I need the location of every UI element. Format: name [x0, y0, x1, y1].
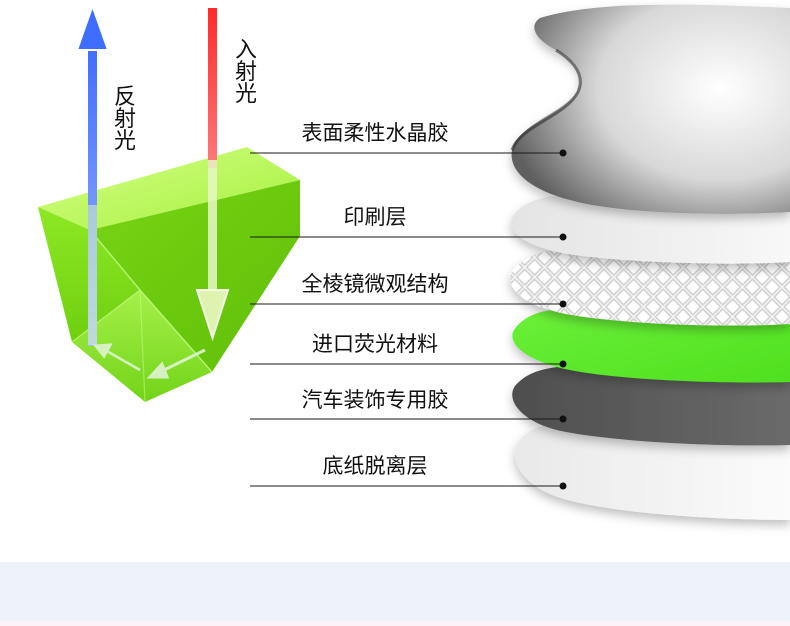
internal-reflection-path — [93, 343, 206, 379]
leader-dot-6 — [559, 482, 567, 490]
leader-lines — [250, 152, 563, 487]
prism-right-face — [90, 180, 300, 372]
incident-light-label: 入 射 光 — [234, 38, 257, 107]
leader-dot-4 — [559, 360, 567, 368]
leader-dot-3 — [559, 300, 567, 308]
incident-light-arrow — [195, 8, 230, 342]
layer-stack — [510, 4, 790, 520]
reflected-light-label: 反 射 光 — [113, 85, 136, 154]
reflected-light-arrow — [75, 2, 110, 346]
layer-label-release-paper: 底纸脱离层 — [322, 454, 428, 478]
leader-dot-5 — [559, 415, 567, 423]
layer-adhesive — [512, 362, 790, 446]
prism-top-face — [38, 147, 300, 230]
leader-dot-2 — [559, 233, 567, 241]
layer-label-adhesive: 汽车装饰专用胶 — [301, 388, 449, 412]
layer-label-prism-structure: 全棱镜微观结构 — [301, 272, 449, 296]
layer-prism-mesh — [510, 247, 790, 326]
layer-crystal-glue — [511, 4, 790, 214]
layer-release-paper — [514, 421, 790, 520]
layer-label-printing: 印刷层 — [343, 205, 407, 229]
leader-dots — [559, 149, 567, 490]
footer-strip — [0, 621, 790, 626]
footer-band — [0, 562, 790, 626]
leader-dot-1 — [559, 149, 567, 157]
layer-label-fluorescent: 进口荧光材料 — [312, 332, 438, 356]
layer-label-crystal-glue: 表面柔性水晶胶 — [301, 121, 449, 145]
